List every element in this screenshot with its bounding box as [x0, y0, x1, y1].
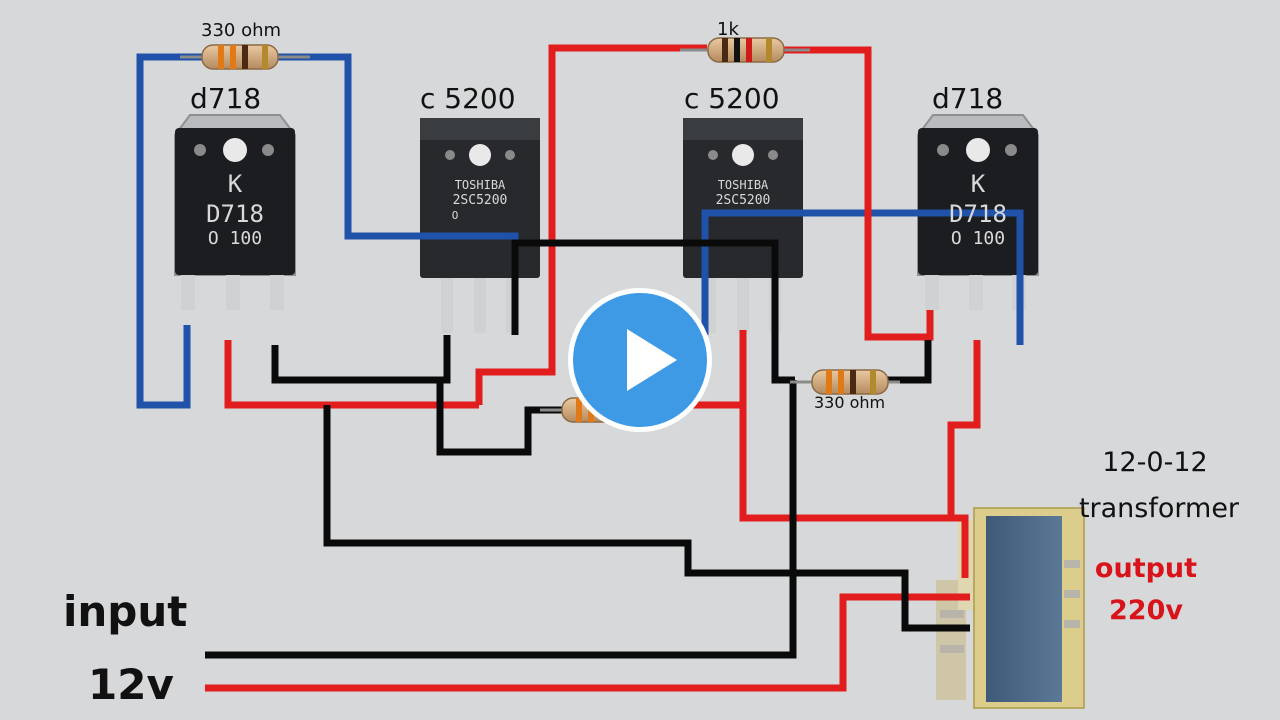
transistor-t1: [174, 114, 296, 310]
wire-red-top: [475, 44, 707, 405]
label-output-line1: output: [1094, 553, 1198, 584]
t4-marking-3: O 100: [950, 228, 1006, 249]
label-input-line1: input: [63, 587, 188, 636]
t4-marking-2: D718: [949, 200, 1007, 228]
wire-red-t3-down: [739, 330, 969, 578]
wire-black-t4-res: [880, 340, 932, 384]
transistor-t3: [683, 118, 803, 333]
wire-blue-t3-to-t4: [701, 209, 1024, 345]
label-transformer-line1: 12-0-12: [1102, 447, 1208, 478]
t1-marking-2: D718: [206, 200, 264, 228]
label-t3: c 5200: [684, 82, 780, 115]
t3-marking-1: TOSHIBA: [717, 178, 769, 192]
label-r-top-right: 1k: [717, 19, 739, 40]
label-output-line2: 220v: [1109, 595, 1183, 626]
t2-marking-1: TOSHIBA: [454, 178, 506, 192]
wire-black-ground: [323, 405, 970, 632]
label-t2: c 5200: [420, 82, 516, 115]
label-input-line2: 12v: [88, 660, 174, 709]
transistor-t4: [917, 114, 1039, 310]
t1-marking-3: O 100: [207, 228, 263, 249]
wire-black-t2-loop: [436, 380, 565, 456]
t3-marking-2: 2SC5200: [715, 193, 771, 208]
resistor-r-right-mid: [790, 369, 900, 395]
wire-red-left-bus: [224, 340, 479, 409]
label-r-top-left: 330 ohm: [201, 20, 282, 41]
transformer: [936, 507, 1085, 709]
label-t4: d718: [932, 82, 1004, 115]
label-r-right-mid: 330 ohm: [814, 393, 886, 412]
t2-marking-2: 2SC5200: [452, 193, 508, 208]
resistor-r-top-right: [680, 37, 810, 63]
t4-marking-1: K: [970, 170, 986, 198]
wire-red-input: [205, 593, 970, 692]
wire-black-bridge: [511, 239, 795, 384]
t1-marking-1: K: [227, 170, 243, 198]
label-transformer-line2: transformer: [1078, 493, 1240, 524]
wire-red-top-right: [777, 46, 934, 341]
label-t1: d718: [190, 82, 262, 115]
play-button[interactable]: [568, 288, 712, 432]
play-icon: [627, 329, 677, 391]
wires-black: [205, 239, 970, 659]
transistor-t2: [420, 118, 540, 333]
wire-black-input: [205, 380, 797, 659]
wire-black-t1: [271, 335, 451, 384]
wire-red-t4-down: [947, 340, 981, 518]
resistor-r-top-left: [180, 44, 310, 70]
t2-marking-3: O: [451, 209, 459, 222]
wire-blue-left-loop: [136, 53, 205, 409]
